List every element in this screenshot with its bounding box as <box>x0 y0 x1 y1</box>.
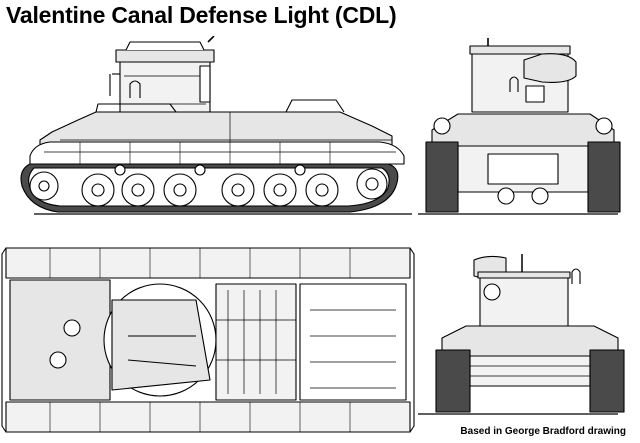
searchlight-turret <box>109 36 215 113</box>
track-guard <box>29 141 405 165</box>
front-tracks <box>425 141 621 213</box>
rear-tracks <box>435 349 625 413</box>
rear-view-drawing <box>418 254 625 415</box>
plan-turret-roof <box>103 283 217 397</box>
front-hull <box>431 113 615 205</box>
side-view-drawing <box>20 36 412 215</box>
hull-upper <box>39 99 393 149</box>
road-wheels <box>29 164 388 207</box>
front-view-drawing <box>418 38 621 215</box>
plan-engine-deck <box>215 283 407 401</box>
rear-turret <box>473 254 581 333</box>
plan-front-deck <box>9 279 111 401</box>
track-run <box>20 163 399 213</box>
drawing-title: Valentine Canal Defense Light (CDL) <box>6 2 397 28</box>
drawing-credit: Based in George Bradford drawing <box>460 426 626 437</box>
front-turret <box>469 38 577 113</box>
top-view-drawing <box>1 247 415 433</box>
rear-hull <box>441 325 619 387</box>
